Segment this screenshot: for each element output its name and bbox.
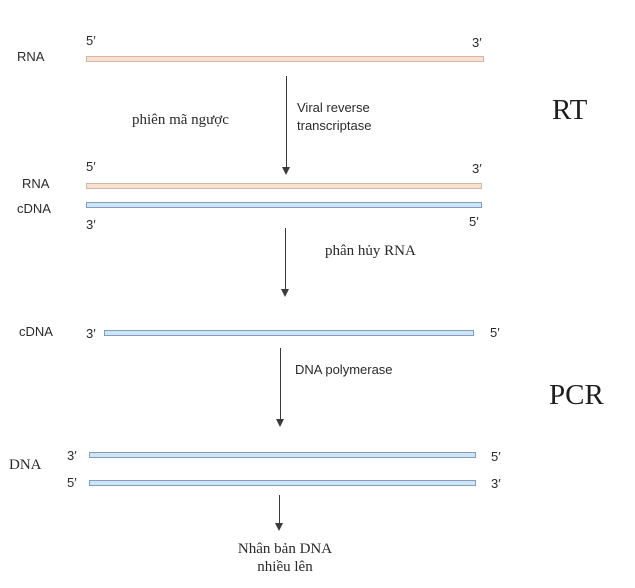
arrow-3-line xyxy=(280,348,281,420)
arrow-2-line xyxy=(285,228,286,290)
dna-bottom-three-prime: 3′ xyxy=(491,476,501,491)
dna-bottom-five-prime: 5′ xyxy=(67,475,77,490)
arrow-2-head xyxy=(281,289,289,297)
cdna-1-three-prime: 3′ xyxy=(86,217,96,232)
dna-strand-bottom xyxy=(89,480,476,486)
dna-label: DNA xyxy=(9,457,42,473)
enzyme-rt-line-1: Viral reverse xyxy=(297,100,370,115)
rna-strand-1 xyxy=(86,56,484,62)
cdna-1-label: cDNA xyxy=(17,201,51,216)
rna-1-three-prime: 3′ xyxy=(472,35,482,50)
cdna-strand-1 xyxy=(86,202,482,208)
arrow-1-head xyxy=(282,167,290,175)
cdna-2-five-prime: 5′ xyxy=(490,325,500,340)
cdna-2-three-prime: 3′ xyxy=(86,326,96,341)
cdna-1-five-prime: 5′ xyxy=(469,214,479,229)
rna-1-label: RNA xyxy=(17,49,45,64)
dna-top-five-prime: 5′ xyxy=(491,449,501,464)
rna-2-five-prime: 5′ xyxy=(86,159,96,174)
rna-strand-2 xyxy=(86,183,482,189)
cdna-strand-2 xyxy=(104,330,474,336)
dna-top-three-prime: 3′ xyxy=(67,448,77,463)
amplification-line-1: Nhân bản DNA xyxy=(237,541,333,557)
stage-rt-label: RT xyxy=(552,94,588,126)
arrow-4-line xyxy=(279,495,280,524)
cdna-2-label: cDNA xyxy=(19,324,53,339)
arrow-4-head xyxy=(275,523,283,531)
rna-degradation-label: phân hủy RNA xyxy=(325,243,416,259)
arrow-1-line xyxy=(286,76,287,168)
arrow-3-head xyxy=(276,419,284,427)
dna-strand-top xyxy=(89,452,476,458)
stage-pcr-label: PCR xyxy=(549,379,604,411)
rna-1-five-prime: 5′ xyxy=(86,33,96,48)
rna-2-label: RNA xyxy=(22,176,50,191)
dna-polymerase-label: DNA polymerase xyxy=(295,362,393,377)
enzyme-rt-line-2: transcriptase xyxy=(297,118,372,133)
reverse-transcription-label: phiên mã ngược xyxy=(132,112,229,128)
rna-2-three-prime: 3′ xyxy=(472,161,482,176)
amplification-line-2: nhiều lên xyxy=(257,559,313,575)
